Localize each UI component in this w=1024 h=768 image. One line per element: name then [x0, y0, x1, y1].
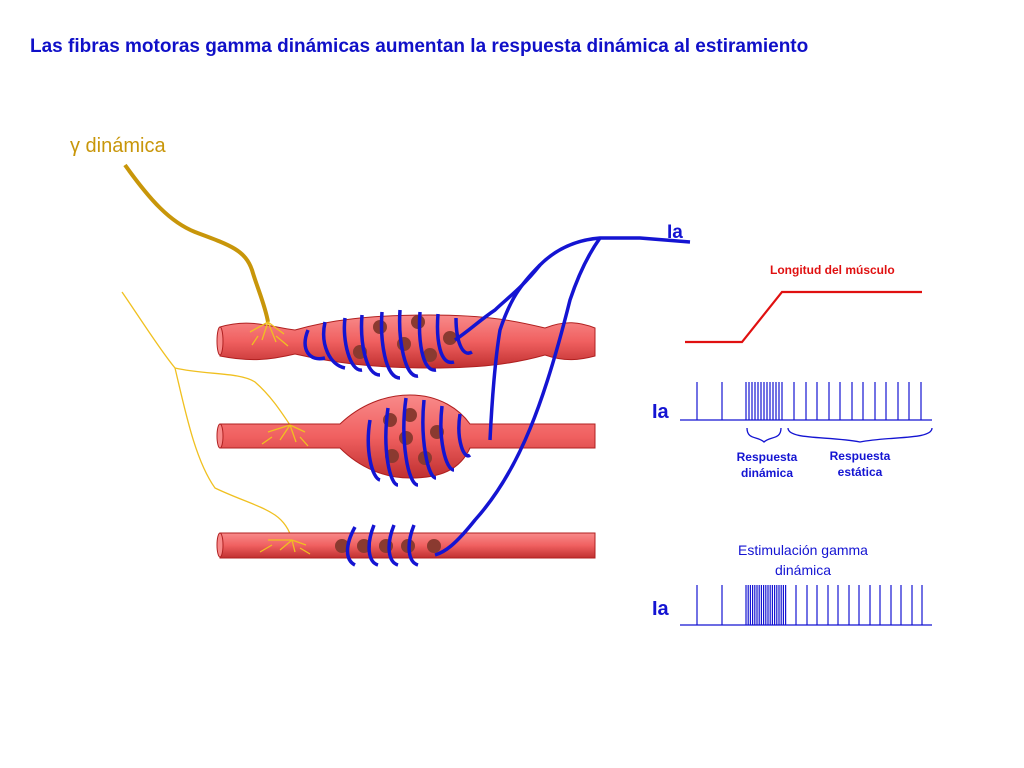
slide-title: Las fibras motoras gamma dinámicas aumen…: [30, 36, 809, 57]
gamma-thin-fiber-lower: [174, 367, 293, 541]
gamma-endplates: [249, 321, 311, 555]
muscle-length-label: Longitud del músculo: [770, 263, 895, 277]
gamma-thin-fiber-upper: [121, 291, 291, 426]
ia-fiber-label: Ia: [667, 222, 683, 243]
ia-afferent-fiber: [303, 236, 691, 567]
dynamic-response-label-line2: dinámica: [741, 466, 793, 480]
spike-train-2: [696, 585, 923, 625]
ia-trace-label-1: Ia: [652, 401, 670, 423]
gamma-dynamic-label: γ dinámica: [70, 135, 166, 157]
muscle-length-trace: [685, 290, 922, 344]
static-response-label-line2: estática: [838, 465, 883, 479]
spike-train-1: [696, 382, 922, 420]
static-response-label-line1: Respuesta: [830, 449, 891, 463]
static-response-brace: [787, 427, 933, 443]
intrafusal-fiber-bottom: [216, 532, 596, 559]
gamma-dynamic-fiber: [123, 163, 270, 323]
stimulation-label-line1: Estimulación gamma: [738, 542, 868, 558]
stimulation-label-line2: dinámica: [775, 562, 831, 578]
ia-trace-label-2: Ia: [652, 598, 670, 620]
dynamic-response-brace: [746, 427, 782, 443]
dynamic-response-label-line1: Respuesta: [737, 450, 798, 464]
